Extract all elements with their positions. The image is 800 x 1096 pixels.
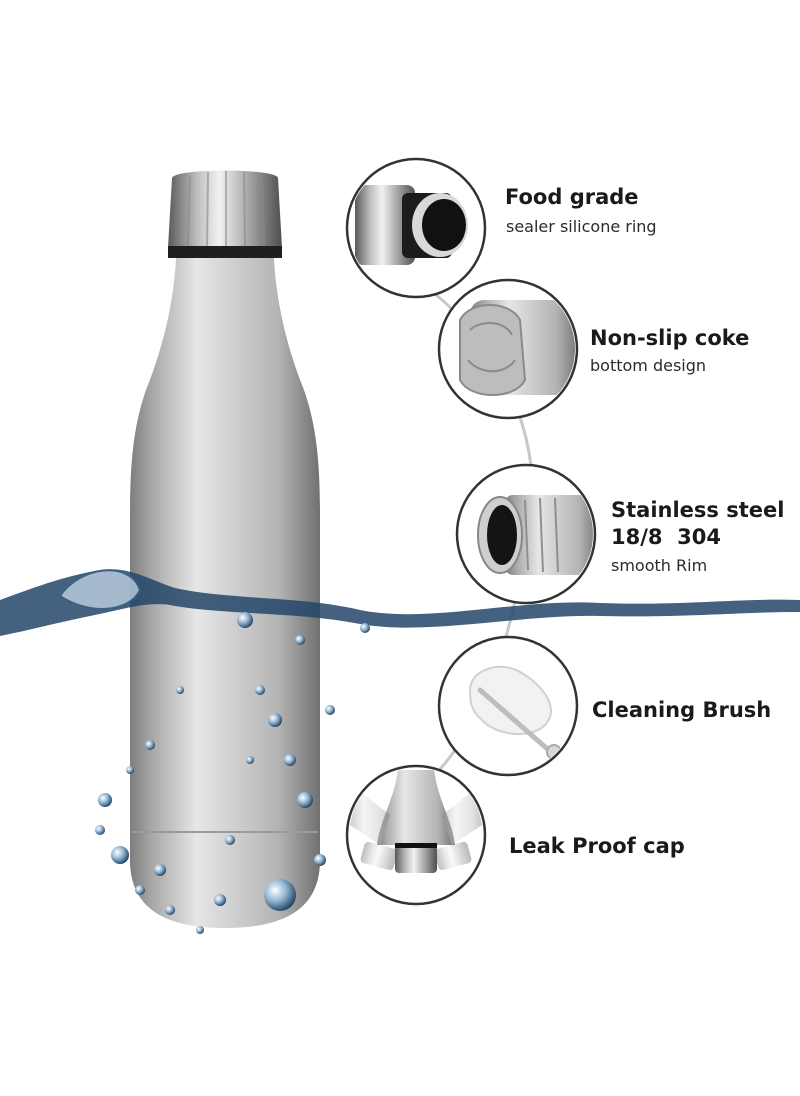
feature-title-non-slip: Non-slip coke xyxy=(590,326,750,350)
cap-ring-icon xyxy=(345,157,487,299)
bottle-bottom-icon xyxy=(437,278,579,420)
feature-title-leak-proof: Leak Proof cap xyxy=(509,834,685,858)
water-splash xyxy=(0,569,800,636)
rim-icon xyxy=(455,463,597,605)
bottle xyxy=(130,170,320,928)
feature-title-food-grade: Food grade xyxy=(505,185,639,209)
feature-title-cleaning-brush: Cleaning Brush xyxy=(592,698,772,722)
feature-subtitle-sealer-ring: sealer silicone ring xyxy=(506,217,657,236)
feature-title-steel-grade: 18/8 304 xyxy=(611,525,721,549)
feature-title-stainless-steel: Stainless steel xyxy=(611,498,785,522)
feature-subtitle-smooth-rim: smooth Rim xyxy=(611,556,708,575)
feature-subtitle-bottom-design: bottom design xyxy=(590,356,707,375)
brush-icon xyxy=(437,635,579,777)
water-bubbles xyxy=(95,612,370,934)
leak-proof-icon xyxy=(345,764,487,906)
